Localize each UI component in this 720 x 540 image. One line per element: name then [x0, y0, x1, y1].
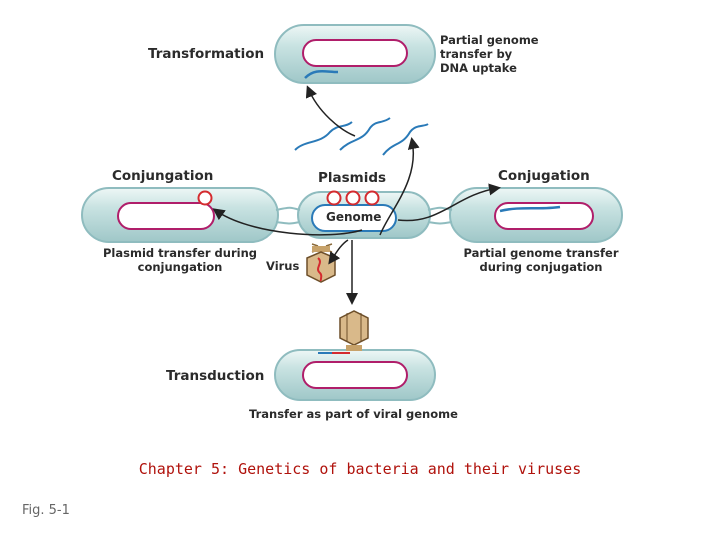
transduction-label: Transduction	[166, 368, 265, 384]
plasmid-transfer-description: Plasmid transfer during conjungation	[102, 246, 258, 274]
virus-label: Virus	[266, 259, 300, 273]
conjungation-cell	[81, 187, 301, 243]
transduction-cell	[274, 349, 436, 401]
viral-transfer-description: Transfer as part of viral genome	[249, 407, 458, 421]
conjungation-label: Conjungation	[112, 168, 214, 184]
genome-label: Genome	[326, 210, 382, 224]
chapter-caption: Chapter 5: Genetics of bacteria and thei…	[138, 460, 582, 478]
transformation-description: Partial genome transfer by DNA uptake	[440, 33, 539, 75]
transfer-arrows	[212, 85, 501, 305]
figure-label: Fig. 5-1	[22, 503, 70, 518]
virus-icon	[339, 310, 369, 351]
partial-conjugation-description: Partial genome transfer during conjugati…	[463, 246, 619, 274]
conjugation-label: Conjugation	[498, 168, 590, 184]
plasmids-label: Plasmids	[318, 170, 387, 186]
transformation-cell	[274, 24, 436, 84]
virus-icon	[306, 243, 336, 283]
dna-fragments	[294, 117, 429, 156]
conjugation-cell	[427, 187, 623, 243]
transformation-label: Transformation	[148, 46, 265, 62]
